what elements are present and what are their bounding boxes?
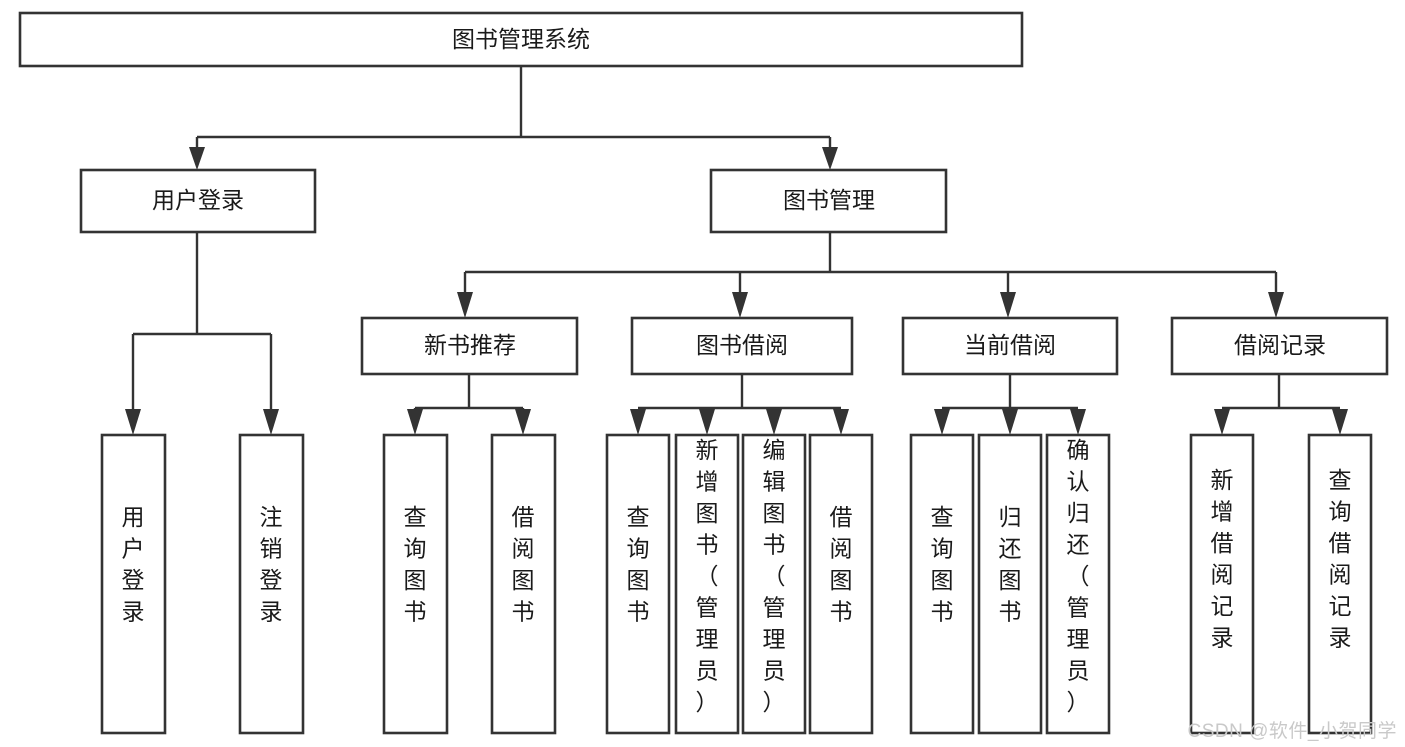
arrow-book-borrow [732,292,748,318]
node-leaf-user-login-label: 用户登录 [122,504,145,625]
arrow-leaf-confirm-return [1070,409,1086,435]
node-root-label: 图书管理系统 [452,26,590,52]
node-borrow-record-box[interactable] [1170,316,1389,376]
node-root-box[interactable] [18,11,1024,68]
arrow-leaf-borrow-book-2 [833,409,849,435]
node-user-login[interactable]: 用户登录 [79,168,317,234]
node-leaf-query-book-2[interactable]: 查询图书 [605,433,671,735]
node-root[interactable]: 图书管理系统 [18,11,1024,68]
node-book-borrow-box[interactable] [630,316,854,376]
node-book-manage-label: 图书管理 [783,187,875,213]
arrow-leaf-add-record [1214,409,1230,435]
node-leaf-confirm-return[interactable]: 确认归还（管理员） [1045,433,1111,735]
node-leaf-borrow-book-2-box[interactable] [808,433,874,735]
node-leaf-add-book-label: 新增图书（管理员） [696,437,719,715]
arrow-borrow-record [1268,292,1284,318]
node-leaf-confirm-return-label: 确认归还（管理员） [1067,437,1090,715]
node-leaf-logout-box[interactable] [238,433,305,735]
arrow-leaf-logout [263,409,279,435]
node-leaf-edit-book-label: 编辑图书（管理员） [763,437,786,715]
connector-layer [125,66,1348,435]
node-leaf-borrow-book-1-box[interactable] [490,433,557,735]
node-leaf-query-book-1-label: 查询图书 [404,504,427,625]
node-leaf-add-book-box[interactable] [674,433,740,735]
csdn-watermark: CSDN @软件_小贺同学 [1187,721,1397,742]
node-leaf-query-book-3-box[interactable] [909,433,975,735]
node-leaf-logout-label: 注销登录 [260,504,283,625]
node-leaf-logout[interactable]: 注销登录 [238,433,305,735]
node-leaf-query-book-3-label: 查询图书 [931,504,954,625]
node-leaf-query-book-2-box[interactable] [605,433,671,735]
node-leaf-edit-book-box[interactable] [741,433,807,735]
node-leaf-return-book-box[interactable] [977,433,1043,735]
node-leaf-query-book-1-box[interactable] [382,433,449,735]
node-leaf-query-book-2-label: 查询图书 [627,504,650,625]
node-leaf-query-book-3[interactable]: 查询图书 [909,433,975,735]
node-user-login-box[interactable] [79,168,317,234]
node-book-borrow[interactable]: 图书借阅 [630,316,854,376]
node-new-book-rec[interactable]: 新书推荐 [360,316,579,376]
node-book-manage-box[interactable] [709,168,948,234]
arrow-leaf-edit-book [766,409,782,435]
arrow-leaf-return-book [1002,409,1018,435]
arrow-leaf-query-book-3 [934,409,950,435]
node-leaf-query-record[interactable]: 查询借阅记录 [1307,433,1373,735]
node-current-borrow[interactable]: 当前借阅 [901,316,1119,376]
node-leaf-borrow-book-1-label: 借阅图书 [512,504,535,625]
node-new-book-rec-box[interactable] [360,316,579,376]
node-new-book-rec-label: 新书推荐 [424,332,516,358]
node-leaf-query-record-box[interactable] [1307,433,1373,735]
node-leaf-borrow-book-2-label: 借阅图书 [830,504,853,625]
node-leaf-confirm-return-box[interactable] [1045,433,1111,735]
node-leaf-return-book-label: 归还图书 [999,504,1022,625]
node-current-borrow-box[interactable] [901,316,1119,376]
node-current-borrow-label: 当前借阅 [964,332,1056,358]
node-leaf-add-record-box[interactable] [1189,433,1255,735]
arrow-leaf-query-record [1332,409,1348,435]
node-book-borrow-label: 图书借阅 [696,332,788,358]
arrow-leaf-borrow-book-1 [515,409,531,435]
arrow-leaf-add-book [699,409,715,435]
arrow-leaf-query-book-1 [407,409,423,435]
arrow-book-manage [822,147,838,170]
node-borrow-record[interactable]: 借阅记录 [1170,316,1389,376]
node-leaf-borrow-book-2[interactable]: 借阅图书 [808,433,874,735]
node-leaf-add-book[interactable]: 新增图书（管理员） [674,433,740,735]
node-leaf-add-record-label: 新增借阅记录 [1211,467,1234,651]
node-leaf-user-login-box[interactable] [100,433,167,735]
node-borrow-record-label: 借阅记录 [1234,332,1326,358]
node-leaf-return-book[interactable]: 归还图书 [977,433,1043,735]
node-user-login-label: 用户登录 [152,187,244,213]
node-leaf-query-book-1[interactable]: 查询图书 [382,433,449,735]
arrow-user-login [189,147,205,170]
node-leaf-borrow-book-1[interactable]: 借阅图书 [490,433,557,735]
node-leaf-user-login[interactable]: 用户登录 [100,433,167,735]
arrow-current-borrow [1000,292,1016,318]
node-leaf-edit-book[interactable]: 编辑图书（管理员） [741,433,807,735]
node-leaf-add-record[interactable]: 新增借阅记录 [1189,433,1255,735]
arrow-leaf-query-book-2 [630,409,646,435]
arrow-leaf-user-login [125,409,141,435]
node-leaf-query-record-label: 查询借阅记录 [1329,467,1352,651]
node-book-manage[interactable]: 图书管理 [709,168,948,234]
arrow-new-book-rec [457,292,473,318]
